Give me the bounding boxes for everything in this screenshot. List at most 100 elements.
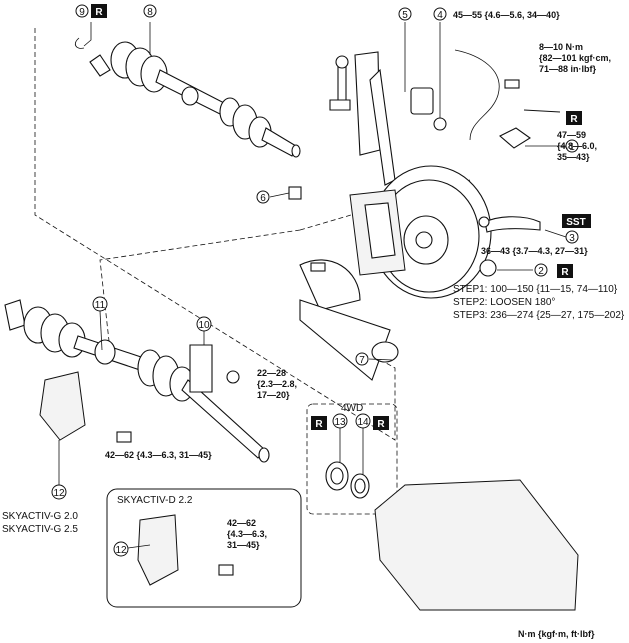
svg-text:STEP3: 236—274 {25—27, 175—202: STEP3: 236—274 {25—27, 175—202} [453, 310, 625, 321]
unit-note: N·m {kgf·m, ft·lbf} [518, 629, 595, 639]
svg-text:STEP2: LOOSEN 180°: STEP2: LOOSEN 180° [453, 297, 555, 308]
hub-nut-part [479, 259, 497, 277]
svg-text:R: R [95, 7, 103, 18]
bolt-caliper-part [310, 262, 326, 272]
leader-lines [58, 22, 567, 549]
svg-text:5: 5 [402, 10, 408, 21]
bolt-42-part [116, 431, 132, 443]
front-assembly-outline [34, 28, 396, 441]
r-badge-9: R [91, 4, 107, 18]
torque-bolt-42: 42—62 {4.3—6.3, 31—45} [105, 450, 212, 460]
svg-text:35—43}: 35—43} [557, 152, 590, 162]
r-badge-13: R [311, 416, 327, 430]
abs-sensor-part [454, 49, 520, 141]
svg-text:12: 12 [53, 488, 65, 499]
svg-text:1: 1 [569, 142, 575, 153]
svg-text:R: R [561, 267, 569, 278]
callout-2: 2 [534, 263, 548, 277]
svg-text:R: R [315, 419, 323, 430]
torque-part-4: 45—55 {4.6—5.6, 34—40} [453, 10, 560, 20]
callout-12-d: 12 [113, 541, 129, 557]
washer-3-part [478, 216, 490, 228]
svg-text:12: 12 [115, 545, 127, 556]
callout-6: 6 [256, 190, 270, 204]
svg-text:42—62: 42—62 [227, 518, 256, 528]
bracket-d-part [137, 514, 179, 586]
r-badge-nut: R [566, 111, 582, 125]
r-badge-2: R [557, 264, 573, 278]
callout-11: 11 [92, 296, 108, 312]
svg-text:SKYACTIV-G 2.0: SKYACTIV-G 2.0 [2, 511, 78, 522]
svg-text:R: R [570, 114, 578, 125]
front-drive-shaft-part [89, 41, 301, 158]
rear-drive-shaft-part [4, 299, 270, 463]
callout-10: 10 [196, 316, 212, 332]
stabilizer-link-part [329, 55, 351, 111]
split-pin-part [523, 109, 561, 113]
torque-nut-22: 22—28 {2.3—2.8, 17—20} [257, 368, 297, 400]
lower-arm-part [299, 259, 361, 311]
torque-part-3: 36—43 {3.7—4.3, 27—31} [481, 246, 588, 256]
svg-text:13: 13 [334, 417, 346, 428]
svg-text:{4.8—6.0,: {4.8—6.0, [557, 141, 597, 151]
svg-text:8—10 N·m: 8—10 N·m [539, 42, 583, 52]
callout-8: 8 [143, 4, 157, 18]
svg-text:11: 11 [95, 300, 106, 311]
control-arm-part [299, 299, 391, 381]
engine-bracket-part [39, 371, 86, 441]
torque-bolt-42-d: 42—62 {4.3—6.3, 31—45} [227, 518, 267, 550]
sst-badge: SST [562, 214, 591, 228]
clip-ring-part [75, 37, 85, 49]
clip-6-part [288, 186, 302, 200]
callout-14: 14 [355, 413, 371, 429]
nut-4-part [433, 117, 447, 131]
r-badge-14: R [373, 416, 389, 430]
tie-rod-end-part [484, 216, 541, 233]
callout-5: 5 [398, 7, 412, 21]
oil-seal-parts [325, 461, 370, 499]
fourwd-label: 4WD [341, 403, 363, 414]
callout-7: 7 [355, 352, 369, 366]
engine-g-labels: SKYACTIV-G 2.0 SKYACTIV-G 2.5 [2, 511, 78, 535]
svg-text:10: 10 [198, 320, 210, 331]
svg-text:17—20}: 17—20} [257, 390, 290, 400]
skyactiv-d-box [106, 488, 302, 608]
callout-9: 9 [75, 4, 89, 18]
svg-text:SKYACTIV-G 2.5: SKYACTIV-G 2.5 [2, 524, 78, 535]
svg-text:4: 4 [437, 10, 443, 21]
torque-part-1: 8—10 N·m {82—101 kgf·cm, 71—88 in·lbf} [539, 42, 611, 74]
callout-4: 4 [433, 7, 447, 21]
torque-steps-hub-nut: STEP1: 100—150 {11—15, 74—110} STEP2: LO… [453, 284, 625, 321]
svg-text:{82—101 kgf·cm,: {82—101 kgf·cm, [539, 53, 611, 63]
svg-text:14: 14 [357, 417, 369, 428]
ball-joint-part [371, 341, 399, 363]
svg-text:STEP1: 100—150 {11—15, 74—110}: STEP1: 100—150 {11—15, 74—110} [453, 284, 618, 295]
bolt-d-part [218, 564, 234, 576]
strut-part [354, 51, 396, 186]
callout-1: 1 [565, 139, 579, 153]
caliper-part [349, 189, 406, 276]
svg-text:22—28: 22—28 [257, 368, 286, 378]
svg-text:9: 9 [79, 7, 85, 18]
nut-47-part [499, 127, 531, 149]
callout-12: 12 [51, 484, 67, 500]
torque-nut-47: 47—59 {4.8—6.0, 35—43} [557, 130, 597, 162]
svg-text:{2.3—2.8,: {2.3—2.8, [257, 379, 297, 389]
svg-text:6: 6 [260, 193, 266, 204]
engine-d-label: SKYACTIV-D 2.2 [117, 495, 193, 506]
callout-13: 13 [332, 413, 348, 429]
svg-text:71—88 in·lbf}: 71—88 in·lbf} [539, 64, 597, 74]
svg-text:7: 7 [359, 355, 365, 366]
nut-22-part [226, 370, 240, 384]
transaxle-part [374, 479, 579, 611]
svg-text:31—45}: 31—45} [227, 540, 260, 550]
svg-text:3: 3 [569, 233, 575, 244]
callout-3: 3 [565, 230, 579, 244]
svg-text:47—59: 47—59 [557, 130, 586, 140]
fourwd-box [306, 403, 398, 515]
svg-text:{4.3—6.3,: {4.3—6.3, [227, 529, 267, 539]
svg-text:2: 2 [538, 266, 544, 277]
svg-text:8: 8 [147, 7, 153, 18]
sensor-bracket-part [410, 87, 434, 115]
